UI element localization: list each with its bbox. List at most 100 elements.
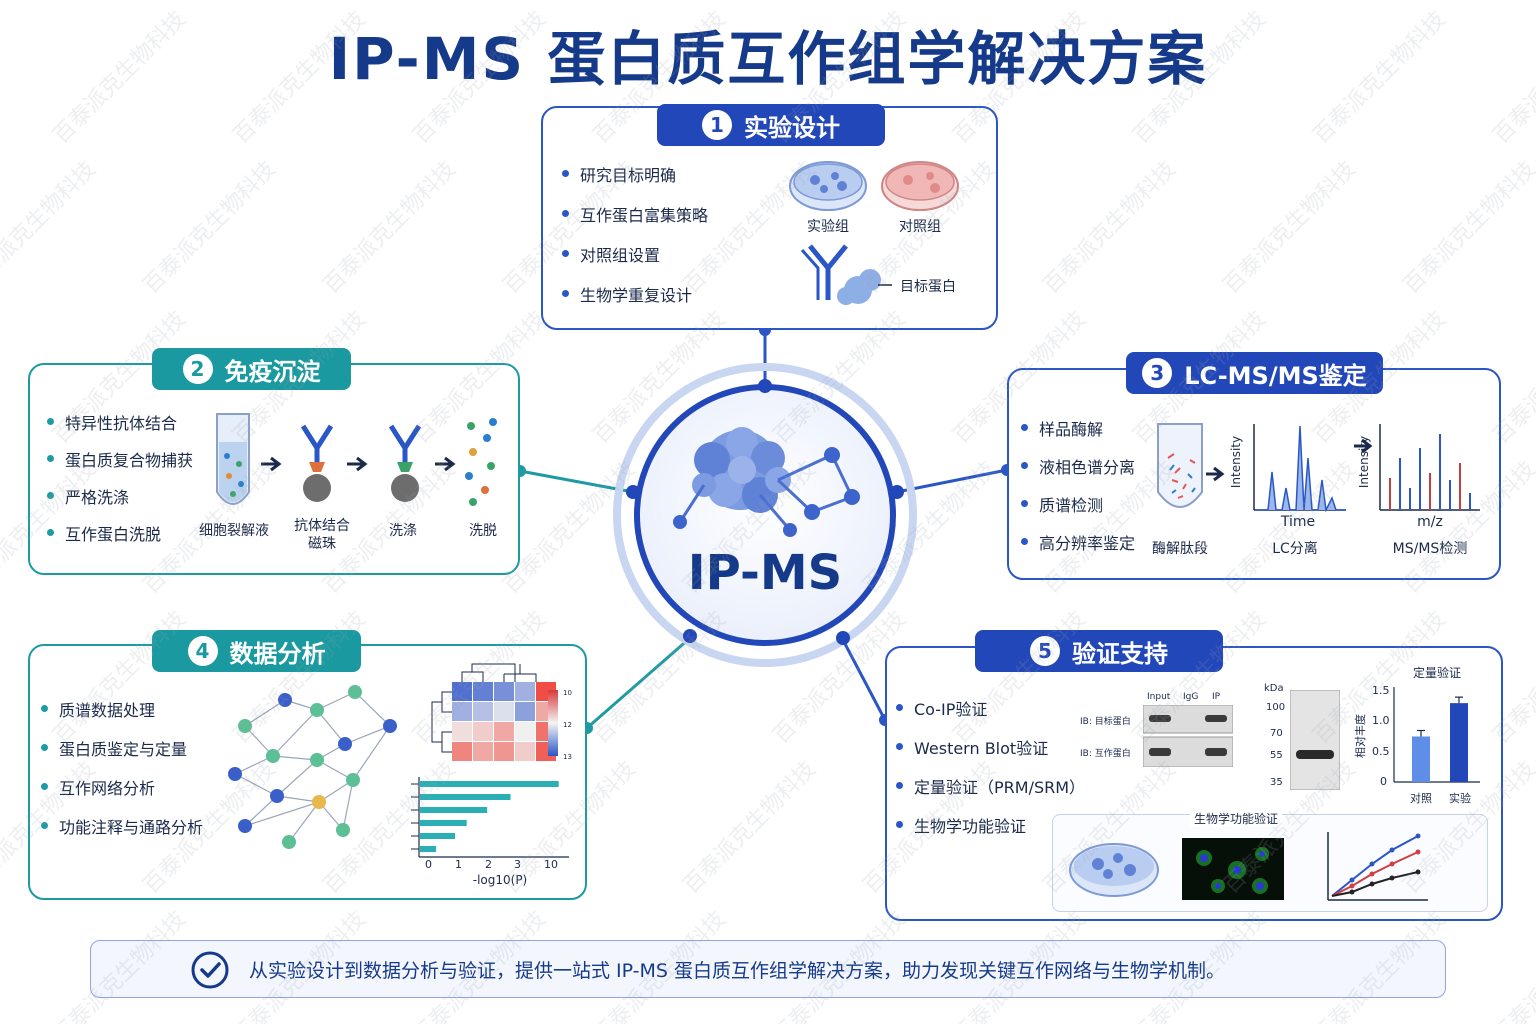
list-item: Co-IP验证 [896, 696, 1085, 720]
quant-bar-chart [1393, 687, 1480, 783]
tick-label: 3 [514, 858, 521, 871]
heatmap-cell [515, 722, 535, 741]
lcms-bullet-list: 样品酶解 液相色谱分离 质谱检测 高分辨率鉴定 [1021, 416, 1135, 554]
tick-label: 10 [544, 858, 558, 871]
quant-bar [1412, 736, 1430, 782]
section-tag-lcms: 3 LC-MS/MS鉴定 [1126, 352, 1383, 394]
section-tag-ip: 2 免疫沉淀 [152, 348, 351, 390]
marker-35: 35 [1270, 777, 1283, 788]
heatmap-cell [515, 682, 535, 701]
check-circle-icon [191, 951, 229, 989]
list-item: Western Blot验证 [896, 735, 1085, 759]
caption-peptides: 酶解肽段 [1152, 541, 1208, 557]
heatmap-cell [452, 702, 472, 721]
blot-lane-igg: IgG [1183, 692, 1199, 702]
section-number: 3 [1142, 358, 1173, 388]
heatmap-scale-top: 10 [563, 689, 572, 697]
list-item: 生物学功能验证 [896, 813, 1085, 837]
bar [420, 846, 437, 852]
arrow-icon [261, 456, 282, 472]
dish-label-control: 对照组 [899, 219, 941, 235]
center-label: IP-MS [687, 545, 843, 601]
heatmap-cell [452, 742, 472, 761]
western-blot-image [1290, 690, 1340, 790]
axis-label-mz: m/z [1417, 514, 1443, 530]
list-item: 研究目标明确 [562, 162, 708, 186]
heatmap-cell [473, 742, 493, 761]
chromatogram-plot [1253, 424, 1346, 513]
list-item: 互作蛋白洗脱 [47, 521, 193, 545]
heatmap-cell [515, 742, 535, 761]
peptide-tube-icon [1157, 423, 1203, 508]
lcms-illustration [1157, 423, 1480, 513]
list-item: 质谱检测 [1021, 492, 1135, 516]
heatmap-column-dendrogram [461, 663, 537, 682]
section-tag-design: 1 实验设计 [657, 104, 885, 146]
heatmap-cell [473, 702, 493, 721]
antibody-icon [800, 244, 848, 300]
marker-55: 55 [1270, 750, 1283, 761]
axis-label-intensity-ms: Intensity [1357, 435, 1372, 489]
bar [420, 820, 467, 826]
axis-label-intensity-lc: Intensity [1229, 435, 1244, 489]
footer-banner: 从实验设计到数据分析与验证，提供一站式 IP-MS 蛋白质互作组学解决方案，助力… [90, 940, 1446, 998]
list-item: 生物学重复设计 [562, 282, 708, 306]
target-protein-icon [837, 269, 892, 305]
heatmap-cell [494, 742, 514, 761]
growth-curve-chart [1327, 832, 1428, 901]
section-number: 4 [187, 636, 218, 666]
bar-chart-ticks: 0 1 2 3 10 [418, 858, 568, 872]
step-label-binding: 抗体结合 磁珠 [294, 518, 350, 553]
step-label-wash: 洗涤 [389, 523, 417, 539]
quant-title: 定量验证 [1413, 666, 1462, 680]
list-item: 质谱数据处理 [41, 697, 203, 721]
section-tag-analysis: 4 数据分析 [152, 630, 361, 672]
list-item: 互作网络分析 [41, 775, 203, 799]
protein-structure-icon [673, 427, 860, 537]
ip-bullet-list: 特异性抗体结合 蛋白质复合物捕获 严格洗涤 互作蛋白洗脱 [47, 410, 193, 545]
step-label-lysate: 细胞裂解液 [199, 523, 269, 539]
heatmap-cell [473, 682, 493, 701]
heatmap-scale-mid: 12 [563, 721, 572, 729]
section-title: 免疫沉淀 [224, 357, 321, 386]
step-label-elute: 洗脱 [469, 523, 497, 539]
heatmap-scale-bottom: 13 [563, 753, 572, 761]
quant-bar [1450, 703, 1468, 782]
section-title: LC-MS/MS鉴定 [1184, 361, 1367, 390]
coip-blot-image [1143, 705, 1233, 767]
target-protein-label: 目标蛋白 [900, 279, 956, 295]
control-dish-icon [881, 161, 959, 211]
ms-spectrum-plot [1379, 424, 1480, 511]
bar-chart-xlabel: -log10(P) [472, 873, 528, 887]
page-title: IP-MS 蛋白质互作组学解决方案 [328, 25, 1208, 93]
arrow-icon [1206, 466, 1225, 482]
section-number: 2 [182, 354, 213, 384]
list-item: 样品酶解 [1021, 416, 1135, 440]
dish-label-experiment: 实验组 [807, 219, 849, 235]
section-title: 验证支持 [1072, 639, 1168, 668]
section-title: 实验设计 [744, 113, 840, 142]
quant-ytick: 0.5 [1372, 745, 1390, 758]
tick-label: 0 [425, 858, 432, 871]
quant-category-control: 对照 [1410, 792, 1432, 805]
heatmap-cell [494, 722, 514, 741]
quant-ylabel: 相对丰度 [1354, 714, 1367, 758]
caption-lc: LC分离 [1272, 541, 1318, 557]
list-item: 高分辨率鉴定 [1021, 530, 1135, 554]
section-title: 数据分析 [229, 639, 326, 668]
list-item: 定量验证（PRM/SRM） [896, 774, 1085, 798]
fluorescence-image [1182, 838, 1284, 900]
blot-lane-ip: IP [1212, 692, 1221, 702]
bar [420, 833, 456, 839]
heatmap-cell [473, 722, 493, 741]
ip-workflow-illustration [216, 413, 497, 506]
arrow-icon [1354, 438, 1373, 454]
marker-70: 70 [1270, 728, 1283, 739]
blot-row-interactor: IB: 互作蛋白 [1080, 749, 1131, 759]
caption-msms: MS/MS检测 [1392, 541, 1468, 557]
list-item: 蛋白质复合物捕获 [47, 447, 193, 471]
kda-label: kDa [1264, 683, 1284, 694]
analysis-bullet-list: 质谱数据处理 蛋白质鉴定与定量 互作网络分析 功能注释与通路分析 [41, 697, 203, 838]
lysate-tube-icon [216, 413, 250, 505]
heatmap-cell [452, 682, 472, 701]
